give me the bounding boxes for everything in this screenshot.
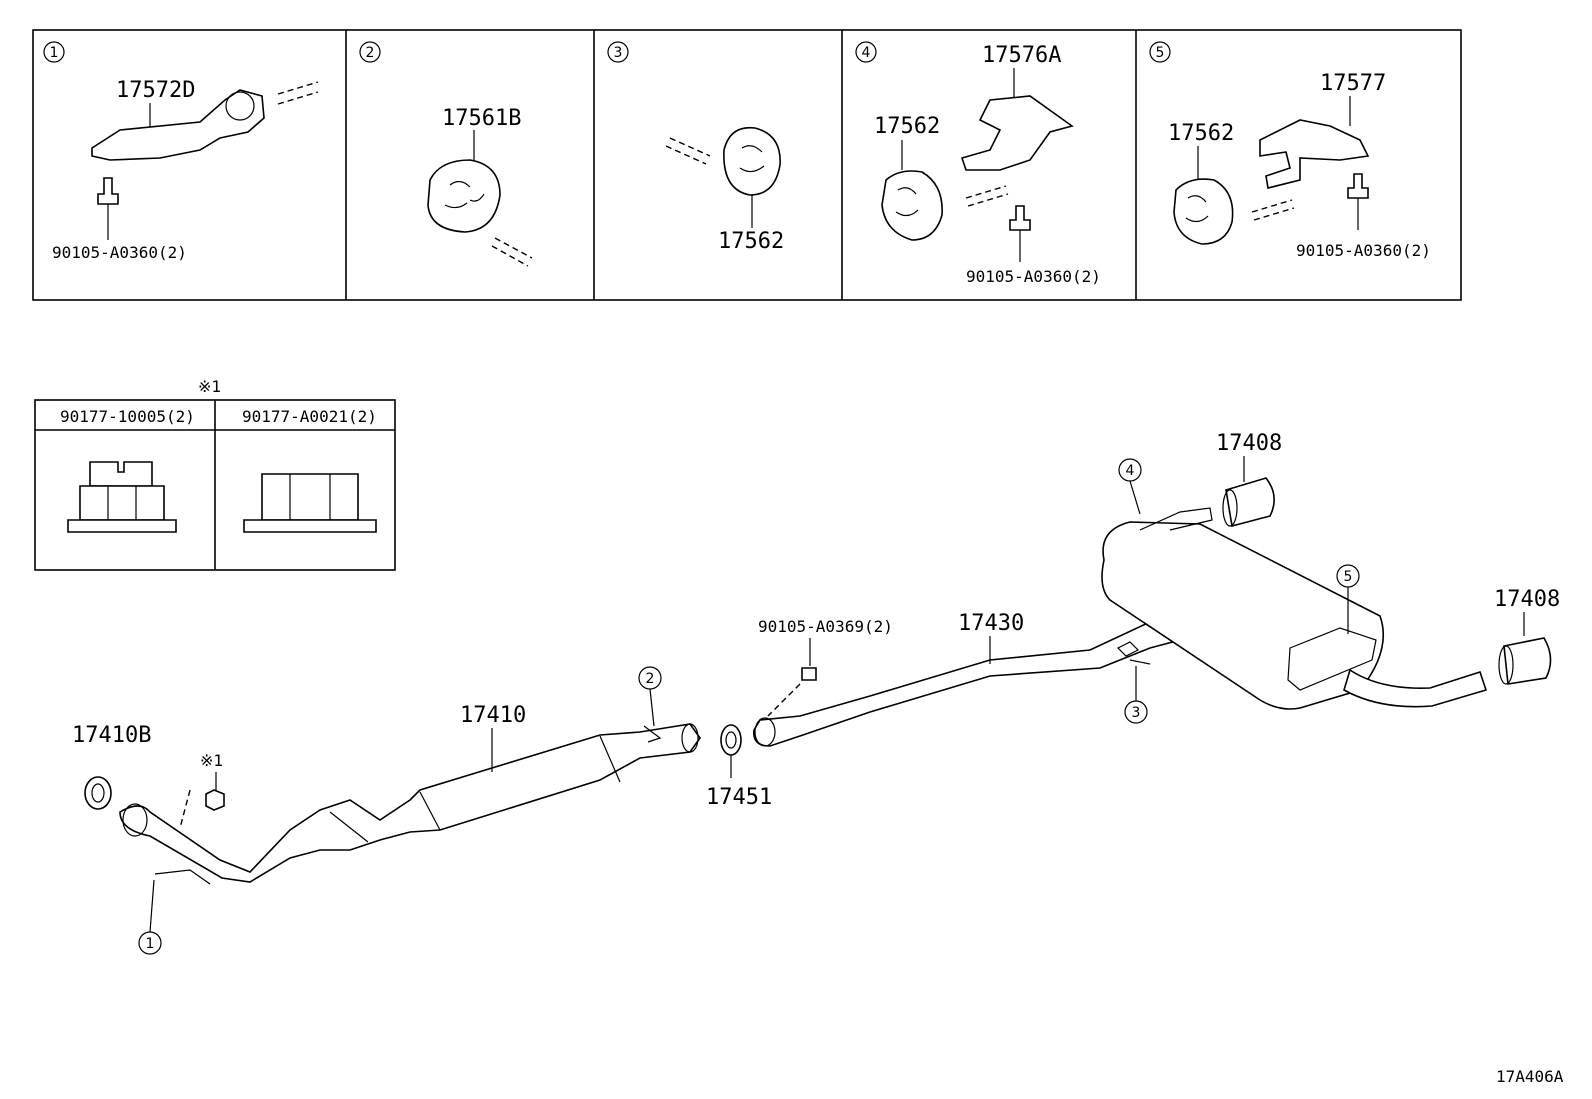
castle-nut-icon: [67, 461, 177, 533]
rubber-hanger-17562-shape: [1173, 178, 1234, 245]
callout-4: 4: [1126, 463, 1135, 479]
front-pipe: [119, 723, 701, 883]
bolt-icon: [1347, 173, 1369, 199]
callout-3: 3: [1132, 705, 1141, 721]
rubber-hanger-17562-shape: [723, 126, 781, 196]
label-90105-A0369: 90105-A0369(2): [758, 617, 893, 636]
bolt-icon: [1009, 205, 1031, 231]
panel-3-part: 17562: [718, 229, 784, 254]
muffler: [1101, 521, 1385, 710]
panel-4-part-hanger: 17562: [874, 114, 940, 139]
panel-2: 2 17561B: [359, 41, 533, 267]
top-panel-row: [32, 29, 1462, 301]
gasket-17410B: [84, 776, 112, 810]
panel-1-part-bracket: 17572D: [116, 78, 195, 103]
panel-3: 3 17562: [607, 41, 784, 254]
panel-4: 4 17576A 17562 90105-A0360(2): [855, 41, 1101, 286]
gasket-17451: [720, 724, 742, 756]
panel-4-number: 4: [862, 45, 871, 61]
panel-3-number: 3: [614, 45, 623, 61]
center-pipe: [753, 621, 1181, 747]
panel-4-part-bracket: 17576A: [982, 43, 1061, 68]
panel-1: 1 17572D 90105-A0360(2): [43, 41, 319, 262]
bolt-icon: [801, 667, 817, 681]
panel-5-part-bolt: 90105-A0360(2): [1296, 241, 1431, 260]
rubber-hanger-17562-shape: [881, 170, 943, 241]
panel-2-number: 2: [366, 45, 375, 61]
tail-tip-17408-right: [1503, 637, 1552, 685]
panel-1-number: 1: [50, 45, 59, 61]
label-17408-right: 17408: [1494, 587, 1560, 612]
label-17408-top: 17408: [1216, 431, 1282, 456]
diagram-code: 17A406A: [1496, 1067, 1564, 1086]
label-nut-marker: ※1: [200, 751, 223, 770]
label-17451: 17451: [706, 785, 772, 810]
panel-5-part-bracket: 17577: [1320, 71, 1386, 96]
callout-1: 1: [146, 936, 155, 952]
label-17430: 17430: [958, 611, 1024, 636]
label-17410: 17410: [460, 703, 526, 728]
panel-2-part: 17561B: [442, 106, 521, 131]
panel-5-part-hanger: 17562: [1168, 121, 1234, 146]
callout-2: 2: [646, 671, 655, 687]
nut-table: ※1 90177-10005(2) 90177-A0021(2): [34, 377, 396, 571]
bracket-17577-shape: [1259, 119, 1370, 189]
panel-5: 5 17577 17562 90105-A0360(2): [1149, 41, 1431, 260]
nut-table-header-1: 90177-10005(2): [60, 407, 195, 426]
bracket-17576A-shape: [960, 95, 1074, 171]
exhaust-assembly: 17410B ※1 17410 1 2 17451 90105-A0369(2): [72, 431, 1560, 955]
callout-5: 5: [1344, 569, 1353, 585]
label-17410B: 17410B: [72, 723, 151, 748]
nut-table-header-2: 90177-A0021(2): [242, 407, 377, 426]
nut-icon: [205, 789, 225, 811]
panel-1-part-bolt: 90105-A0360(2): [52, 243, 187, 262]
tail-tip-17408-top: [1225, 477, 1275, 527]
nut-table-marker: ※1: [198, 377, 221, 396]
flange-nut-icon: [243, 473, 377, 533]
bracket-17572D-shape: [91, 89, 265, 161]
panel-5-number: 5: [1156, 45, 1165, 61]
bolt-icon: [97, 177, 119, 205]
panel-4-part-bolt: 90105-A0360(2): [966, 267, 1101, 286]
rubber-hanger-17561B-shape: [427, 159, 501, 233]
